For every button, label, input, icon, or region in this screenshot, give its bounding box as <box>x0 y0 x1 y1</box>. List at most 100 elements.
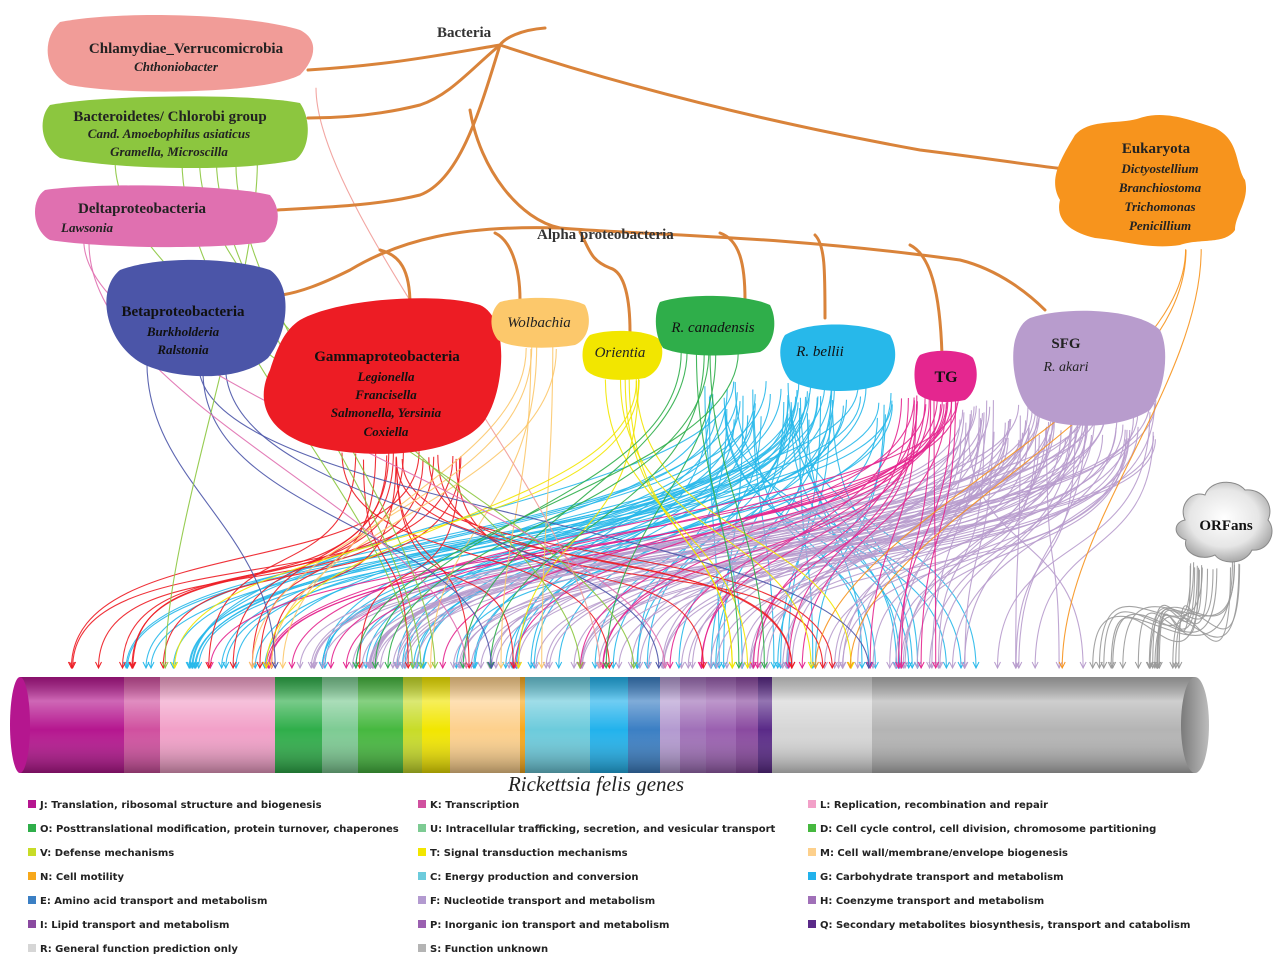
deltaproteo-blob <box>34 185 278 248</box>
connector-arrowhead <box>738 661 745 670</box>
deltaproteo-taxon-0: Lawsonia <box>60 220 114 235</box>
legend-swatch <box>28 944 36 952</box>
connector-arrowhead <box>949 661 956 670</box>
connector-line <box>964 400 994 669</box>
connector-line <box>619 379 812 669</box>
gene-connector-lines <box>67 87 1241 670</box>
legend-label: Q: Secondary metabolites biosynthesis, t… <box>820 920 1190 931</box>
connector-line <box>70 451 420 669</box>
gammaproteo-title: Gammaproteobacteria <box>314 349 460 365</box>
phylogenetic-tree <box>276 26 1077 357</box>
connector-line <box>462 388 782 669</box>
legend-label: S: Function unknown <box>430 944 548 955</box>
connector-arrowhead <box>288 661 296 670</box>
legend-item-p: P: Inorganic ion transport and metabolis… <box>418 920 669 931</box>
legend-label: U: Intracellular trafficking, secretion,… <box>430 824 776 835</box>
chlamydiae-blob <box>47 15 314 92</box>
connector-line <box>579 397 938 669</box>
connector-arrowhead <box>865 661 873 670</box>
connector-line <box>172 381 767 669</box>
connector-arrowhead <box>191 661 199 670</box>
legend-item-g: G: Carbohydrate transport and metabolism <box>808 872 1064 883</box>
connector-arrowhead <box>161 661 169 670</box>
connector-line <box>1110 569 1200 669</box>
connector-line <box>401 458 833 669</box>
connector-arrowhead <box>935 661 942 670</box>
group-gammaproteo: Gammaproteobacteria Legionella Francisel… <box>263 298 502 454</box>
connector-arrowhead <box>599 661 607 670</box>
connector-line <box>132 450 390 669</box>
connector-arrowhead <box>700 661 707 670</box>
legend-swatch <box>418 800 426 808</box>
connector-arrowhead <box>785 661 793 670</box>
r-bellii-blob <box>780 324 896 392</box>
connector-line <box>1156 568 1209 669</box>
legend-label: G: Carbohydrate transport and metabolism <box>820 872 1064 883</box>
connector-line <box>313 400 1092 669</box>
legend-swatch <box>418 824 426 832</box>
connector-arrowhead <box>643 661 651 670</box>
connector-line <box>916 410 1054 669</box>
betaproteo-blob <box>106 259 286 377</box>
connector-line <box>951 403 1156 669</box>
connector-line <box>72 455 454 669</box>
legend-label: O: Posttranslational modification, prote… <box>40 824 399 835</box>
connector-line <box>766 410 1041 669</box>
legend-swatch <box>418 944 426 952</box>
gammaproteo-taxon-0: Legionella <box>356 369 415 384</box>
connector-line <box>1103 562 1195 669</box>
connector-line <box>920 398 957 669</box>
group-tg: TG <box>914 350 977 402</box>
legend-swatch <box>808 872 816 880</box>
orientia-label: Orientia <box>595 345 646 361</box>
connector-arrowhead <box>1015 661 1023 670</box>
connector-line <box>749 420 1010 669</box>
connector-line <box>842 404 1029 669</box>
connector-arrowhead <box>502 661 510 670</box>
connector-line <box>264 385 859 669</box>
connector-arrowhead <box>1031 661 1039 670</box>
eukaryota-taxon-3: Penicillium <box>1129 218 1191 233</box>
wolbachia-blob <box>491 297 589 348</box>
connector-line <box>857 422 967 669</box>
connector-arrowhead <box>738 661 746 670</box>
legend-item-n: N: Cell motility <box>28 872 124 883</box>
sfg-blob <box>1013 310 1166 426</box>
connector-arrowhead <box>69 661 77 670</box>
connector-arrowhead <box>307 661 315 670</box>
connector-arrowhead <box>368 661 376 670</box>
legend-swatch <box>808 824 816 832</box>
connector-line <box>265 402 958 669</box>
legend-item-e: E: Amino acid transport and metabolism <box>28 896 267 907</box>
connector-arrowhead <box>576 661 584 670</box>
connector-arrowhead <box>596 661 604 670</box>
connector-arrowhead <box>319 661 327 670</box>
connector-line <box>460 400 1095 669</box>
connector-line <box>268 400 943 669</box>
connector-arrowhead <box>497 661 505 670</box>
connector-line <box>637 408 728 669</box>
betaproteo-taxon-1: Ralstonia <box>156 342 209 357</box>
legend-item-f: F: Nucleotide transport and metabolism <box>418 896 655 907</box>
connector-line <box>146 361 276 669</box>
connector-line <box>716 429 1126 669</box>
group-wolbachia: Wolbachia <box>491 297 589 348</box>
connector-arrowhead <box>735 661 743 670</box>
genome-label: Rickettsia felis genes <box>507 772 684 796</box>
group-r-canadensis: R. canadensis <box>655 295 775 356</box>
connector-line <box>695 351 740 669</box>
connector-arrowhead <box>788 661 796 670</box>
connector-line <box>1018 405 1088 669</box>
genome-cylinder-shading <box>20 677 1195 773</box>
connector-arrowhead <box>538 661 546 670</box>
connector-line <box>1178 565 1203 669</box>
connector-arrowhead <box>1079 661 1087 670</box>
connector-arrowhead <box>749 661 757 670</box>
connector-arrowhead <box>262 661 270 670</box>
wolbachia-label: Wolbachia <box>507 315 571 331</box>
connector-arrowhead <box>1169 661 1177 670</box>
connector-arrowhead <box>439 661 447 670</box>
connector-arrowhead <box>487 661 495 670</box>
connector-line <box>602 416 1135 669</box>
